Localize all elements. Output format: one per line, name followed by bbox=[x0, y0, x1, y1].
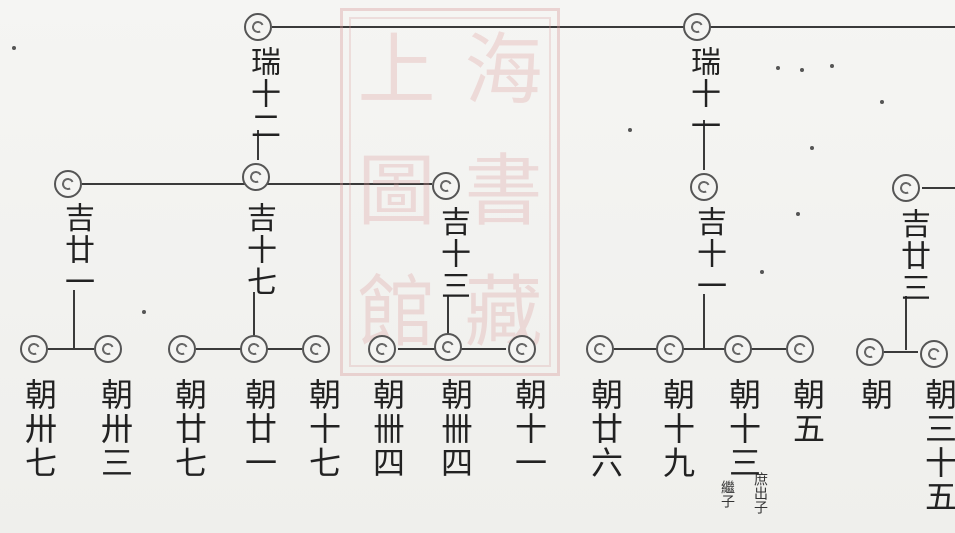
node-circle-rui11 bbox=[683, 13, 711, 41]
ink-mark bbox=[776, 66, 780, 70]
seal-glyph: 館 bbox=[357, 267, 436, 358]
node-circle-chao bbox=[656, 335, 684, 363]
name-rui11: 瑞十一 bbox=[685, 46, 720, 142]
name-chao5: 朝五 bbox=[788, 378, 826, 446]
name-chao44a: 朝卌四 bbox=[368, 378, 406, 480]
ink-mark bbox=[830, 64, 834, 68]
name-chao35: 朝三十五 bbox=[920, 378, 955, 514]
node-circle-chao bbox=[920, 340, 948, 368]
name-chao26: 朝廿六 bbox=[586, 378, 624, 480]
library-seal: 上 海 圖 書 館 藏 bbox=[340, 8, 560, 376]
name-ji17: 吉十七 bbox=[241, 202, 276, 298]
ink-mark bbox=[796, 212, 800, 216]
name-ji21: 吉廿一 bbox=[59, 202, 94, 298]
name-chao13: 朝十三 bbox=[724, 378, 762, 480]
name-chao17: 朝十七 bbox=[304, 378, 342, 480]
note-shuchuzi: 庶出子 bbox=[752, 472, 768, 514]
node-circle-chao bbox=[94, 335, 122, 363]
name-chao11: 朝十一 bbox=[510, 378, 548, 480]
name-chao21: 朝廿一 bbox=[240, 378, 278, 480]
node-circle-chao bbox=[856, 338, 884, 366]
note-jizi: 繼子 bbox=[719, 480, 735, 508]
node-circle-ji13 bbox=[432, 172, 460, 200]
node-circle-ji11 bbox=[690, 173, 718, 201]
seal-glyph: 海 bbox=[464, 26, 543, 117]
ink-mark bbox=[810, 146, 814, 150]
node-circle-chao bbox=[302, 335, 330, 363]
node-circle-ji23 bbox=[892, 174, 920, 202]
seal-glyph: 上 bbox=[357, 26, 436, 117]
node-circle-ji17 bbox=[242, 163, 270, 191]
name-ji23: 吉廿三 bbox=[895, 208, 930, 304]
name-rui12: 瑞十二 bbox=[245, 46, 280, 142]
node-circle-chao bbox=[168, 335, 196, 363]
seal-glyph: 圖 bbox=[357, 146, 436, 237]
node-circle-chao bbox=[508, 335, 536, 363]
name-chao27: 朝廿七 bbox=[170, 378, 208, 480]
name-chao37: 朝卅七 bbox=[20, 378, 58, 480]
name-chao33: 朝卅三 bbox=[96, 378, 134, 480]
name-chao: 朝 bbox=[856, 378, 894, 412]
node-circle-chao bbox=[434, 333, 462, 361]
ink-mark bbox=[12, 46, 16, 50]
name-ji11: 吉十一 bbox=[691, 206, 726, 302]
node-circle-chao bbox=[586, 335, 614, 363]
seal-glyph: 書 bbox=[464, 146, 543, 237]
name-chao19: 朝十九 bbox=[658, 378, 696, 480]
node-circle-chao bbox=[20, 335, 48, 363]
node-circle-ji21 bbox=[54, 170, 82, 198]
ink-mark bbox=[628, 128, 632, 132]
ink-mark bbox=[800, 68, 804, 72]
node-circle-chao bbox=[786, 335, 814, 363]
node-circle-chao bbox=[724, 335, 752, 363]
name-chao44b: 朝卌四 bbox=[436, 378, 474, 480]
ink-mark bbox=[142, 310, 146, 314]
ink-mark bbox=[880, 100, 884, 104]
ink-mark bbox=[760, 270, 764, 274]
name-ji13: 吉十三 bbox=[435, 206, 470, 302]
node-circle-rui12 bbox=[244, 13, 272, 41]
node-circle-chao bbox=[240, 335, 268, 363]
node-circle-chao bbox=[368, 335, 396, 363]
